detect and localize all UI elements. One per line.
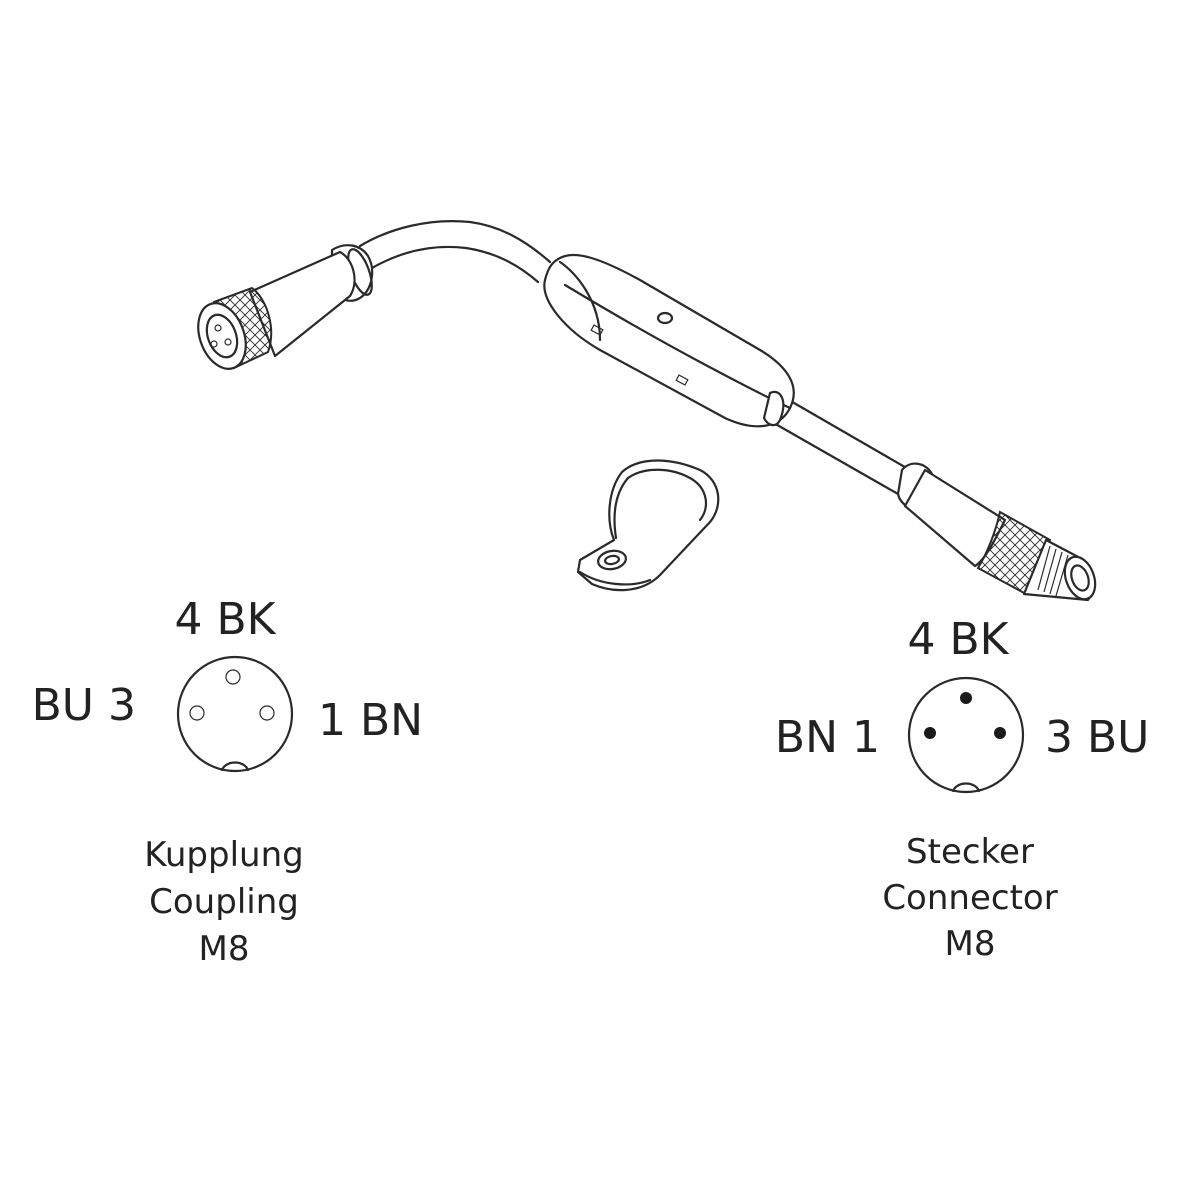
coupling-face-circle: [176, 655, 294, 773]
splitter-housing: [543, 253, 795, 428]
connector-pin-3: [994, 727, 1006, 739]
coupling-pin-top-label: 4 BK: [174, 594, 276, 645]
coupling-pin-right-label: 1 BN: [318, 695, 423, 746]
connector-caption-de: Stecker: [906, 832, 1034, 872]
connector-pin-1: [924, 727, 936, 739]
mounting-clip: [576, 459, 720, 592]
coupling-caption-de: Kupplung: [144, 835, 303, 875]
cable-upper: [358, 220, 552, 284]
connector-caption-en: Connector: [882, 878, 1057, 918]
connector-caption-type: M8: [945, 924, 996, 964]
coupling-caption-type: M8: [199, 929, 250, 969]
coupling-pinout: 4 BK BU 3 1 BN Kupplung Coupling M8: [32, 594, 423, 969]
connector-plug: [896, 462, 1097, 602]
connector-pin-left-label: BN 1: [775, 712, 880, 763]
coupling-pin-3: [189, 705, 205, 721]
coupling-pin-left-label: BU 3: [32, 680, 136, 731]
connector-pin-right-label: 3 BU: [1045, 712, 1149, 763]
cable-lower: [763, 390, 912, 496]
connector-pin-top-label: 4 BK: [907, 614, 1009, 665]
coupling-pin-4: [225, 669, 241, 685]
connector-pin-4: [960, 692, 972, 704]
connector-key-notch: [951, 782, 981, 793]
coupling-pin-1: [259, 705, 275, 721]
connector-pinout: 4 BK BN 1 3 BU Stecker Connector M8: [775, 614, 1149, 964]
cable-assembly-drawing: [197, 220, 1097, 602]
coupling-plug: [197, 244, 374, 370]
coupling-key-notch: [220, 761, 250, 772]
coupling-caption-en: Coupling: [149, 882, 299, 922]
connector-face-circle: [907, 676, 1025, 794]
